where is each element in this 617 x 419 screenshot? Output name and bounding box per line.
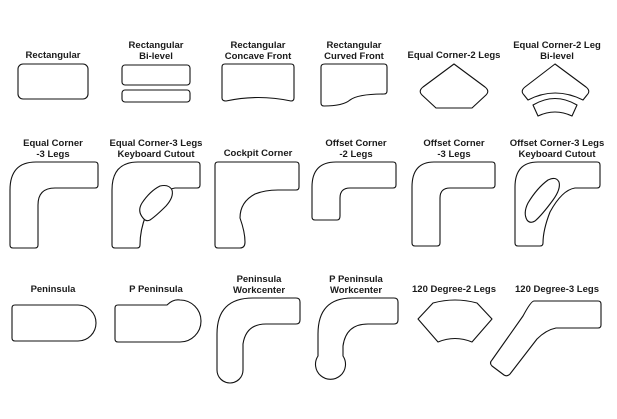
shape-offset-corner-3-legs-keyboard-cutout xyxy=(514,161,601,247)
shape-cockpit-corner xyxy=(214,161,300,249)
label-peninsula-workcenter: Peninsula Workcenter xyxy=(232,274,286,296)
shape-offset-corner-2-legs xyxy=(311,161,397,221)
label-equal-corner-3-legs: Equal Corner -3 Legs xyxy=(23,138,83,160)
shape-equal-corner-2-leg-bilevel-bottom xyxy=(532,97,578,117)
label-rectangular-bilevel: Rectangular Bi-level xyxy=(128,40,184,62)
keyboard-cutout xyxy=(139,184,173,222)
shape-equal-corner-2-leg-bilevel-top xyxy=(521,63,590,101)
shape-rectangular xyxy=(17,63,89,100)
label-rectangular-curved-front: Rectangular Curved Front xyxy=(324,40,384,62)
label-offset-corner-3-legs-keyboard-cutout: Offset Corner-3 Legs Keyboard Cutout xyxy=(509,138,605,160)
shape-rectangular-bilevel-top xyxy=(121,64,191,86)
shape-rectangular-bilevel-bottom xyxy=(121,89,191,103)
label-rectangular: Rectangular xyxy=(25,50,81,61)
shape-peninsula xyxy=(11,304,97,342)
shape-120-degree-2-legs xyxy=(417,299,493,343)
label-rectangular-concave-front: Rectangular Concave Front xyxy=(224,40,292,62)
shape-p-peninsula-workcenter xyxy=(314,297,399,380)
shape-equal-corner-2-legs xyxy=(419,63,489,109)
shape-peninsula-workcenter xyxy=(216,297,301,384)
label-120-degree-3-legs: 120 Degree-3 Legs xyxy=(515,284,599,295)
label-equal-corner-2-legs: Equal Corner-2 Legs xyxy=(407,50,501,61)
shape-equal-corner-3-legs-keyboard-cutout xyxy=(111,161,201,249)
shape-120-degree-3-legs xyxy=(489,300,602,377)
label-cockpit-corner: Cockpit Corner xyxy=(223,148,293,159)
shape-p-peninsula xyxy=(114,299,202,343)
shape-equal-corner-3-legs xyxy=(9,161,99,249)
shape-rectangular-concave-front xyxy=(221,63,295,102)
label-peninsula: Peninsula xyxy=(30,284,76,295)
label-p-peninsula: P Peninsula xyxy=(129,284,183,295)
label-offset-corner-3-legs: Offset Corner -3 Legs xyxy=(423,138,485,160)
label-offset-corner-2-legs: Offset Corner -2 Legs xyxy=(325,138,387,160)
keyboard-cutout-offset xyxy=(524,177,560,223)
label-p-peninsula-workcenter: P Peninsula Workcenter xyxy=(329,274,383,296)
shape-rectangular-curved-front xyxy=(320,63,388,107)
shape-offset-corner-3-legs xyxy=(411,161,496,247)
label-120-degree-2-legs: 120 Degree-2 Legs xyxy=(412,284,496,295)
label-equal-corner-2-leg-bilevel: Equal Corner-2 Leg Bi-level xyxy=(513,40,601,62)
label-equal-corner-3-legs-keyboard-cutout: Equal Corner-3 Legs Keyboard Cutout xyxy=(109,138,203,160)
